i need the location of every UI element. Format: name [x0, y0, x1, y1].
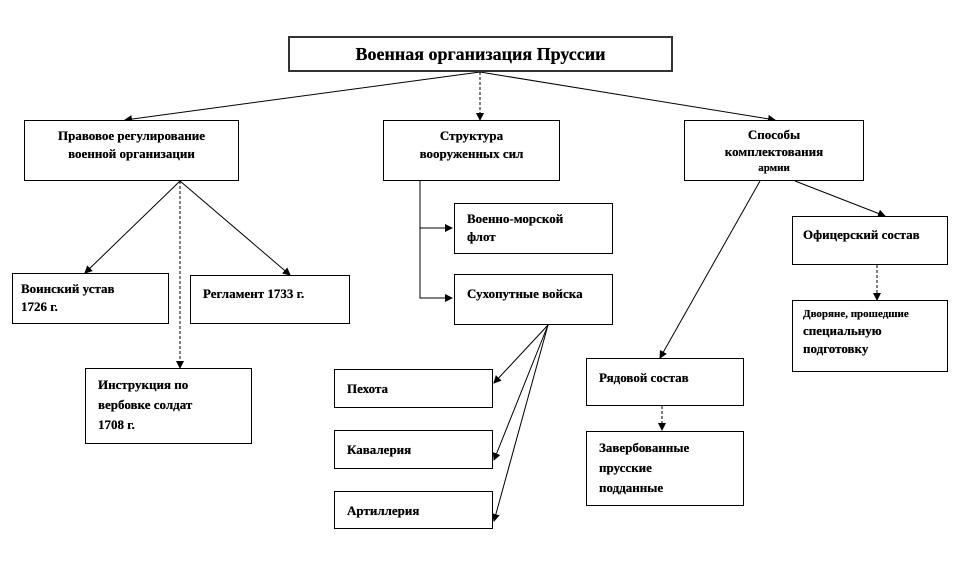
officers-source-line-3: подготовку — [803, 341, 869, 356]
pehota-line-1: Пехота — [347, 381, 388, 396]
instrukciya-line-3: 1708 г. — [98, 417, 135, 432]
officers-line-1: Офицерский состав — [803, 227, 920, 242]
diagram-title: Военная организация Пруссии — [355, 44, 606, 64]
instrukciya-line-2: вербовке солдат — [98, 397, 193, 412]
ranks-source-line-2: прусские — [599, 460, 652, 475]
pehota-box: Пехота — [334, 369, 493, 408]
arrow-manning-to-ranks — [659, 180, 761, 359]
branch-legal-box: Правовое регулирование военной организац… — [24, 120, 239, 181]
arrow-land-to-pehota — [493, 324, 549, 384]
ranks-source-box: Завербованные прусские подданные — [586, 431, 744, 506]
arrow-title-to-manning — [479, 71, 776, 123]
branch-manning-line-1: Способы — [747, 127, 801, 142]
ranks-source-line-3: подданные — [599, 480, 664, 495]
flot-box: Военно-морской флот — [454, 203, 613, 254]
artilleriya-box: Артиллерия — [334, 491, 493, 529]
arrow-legal-to-ustav — [84, 180, 181, 274]
arrow-manning-to-officers — [794, 180, 886, 218]
officers-source-line-2: специальную — [803, 323, 882, 338]
instrukciya-line-1: Инструкция по — [98, 377, 189, 392]
reglament-box: Регламент 1733 г. — [190, 275, 350, 324]
suhoput-line-1: Сухопутные войска — [467, 286, 583, 301]
arrow-land-to-artilleriya — [492, 324, 549, 522]
ustav-line-1: Воинский устав — [21, 281, 115, 296]
arrow-land-to-kavaleriya — [492, 324, 549, 461]
branch-legal-line-1: Правовое регулирование — [58, 128, 205, 143]
diagram-title-box: Военная организация Пруссии — [288, 36, 673, 72]
arrow-title-to-legal — [124, 71, 481, 124]
officers-box: Офицерский состав — [792, 216, 948, 265]
branch-manning-line-2: комплектования — [724, 144, 824, 159]
flot-line-1: Военно-морской — [467, 211, 564, 226]
branch-structure-line-2: вооруженных сил — [419, 146, 524, 161]
structure-trunk — [419, 181, 453, 302]
reglament-line-1: Регламент 1733 г. — [203, 286, 305, 301]
ranks-box: Рядовой состав — [586, 358, 744, 406]
ustav-box: Воинский устав 1726 г. — [12, 273, 169, 324]
officers-source-line-1: Дворяне, прошедшие — [803, 308, 909, 320]
kavaleriya-box: Кавалерия — [334, 430, 493, 469]
branch-structure-line-1: Структура — [439, 128, 504, 143]
branch-legal-line-2: военной организации — [68, 146, 195, 161]
branch-manning-box: Способы комплектования армии — [684, 120, 864, 181]
suhoput-box: Сухопутные войска — [454, 274, 613, 325]
officers-source-box: Дворяне, прошедшие специальную подготовк… — [792, 300, 948, 372]
kavaleriya-line-1: Кавалерия — [347, 442, 412, 457]
ustav-line-2: 1726 г. — [21, 299, 58, 314]
arrow-legal-to-reglament — [179, 180, 291, 276]
ranks-source-line-1: Завербованные — [599, 440, 690, 455]
ranks-line-1: Рядовой состав — [599, 370, 689, 385]
instrukciya-box: Инструкция по вербовке солдат 1708 г. — [85, 368, 252, 444]
branch-structure-box: Структура вооруженных сил — [383, 120, 560, 181]
flot-line-2: флот — [467, 229, 496, 244]
branch-manning-line-3: армии — [758, 162, 790, 174]
artilleriya-line-1: Артиллерия — [347, 503, 420, 518]
